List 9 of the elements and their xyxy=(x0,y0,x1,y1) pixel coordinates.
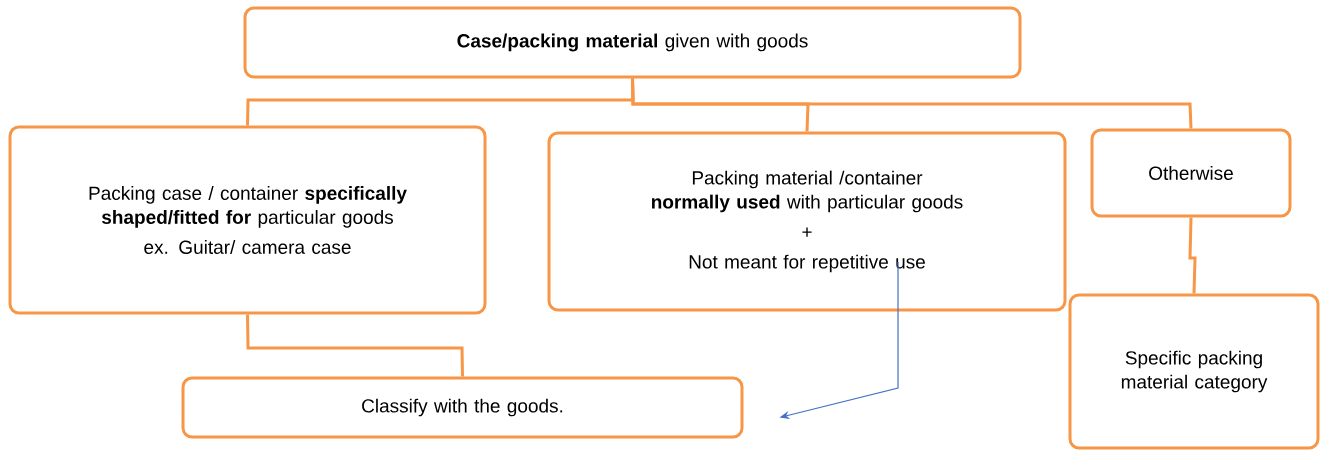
process-box: Specific packing material category xyxy=(1068,293,1320,450)
process-box: Packing material /container normally used with particular goods + Not meant for repetitive use xyxy=(547,131,1067,312)
process-box: Classify with the goods. xyxy=(181,376,744,439)
connector xyxy=(1188,217,1197,294)
process-box: Otherwise xyxy=(1090,128,1292,218)
connector xyxy=(246,314,464,377)
process-box: Packing case / container specifically shaped/fitted for particular goods ex. Guitar/ camera case xyxy=(8,125,487,315)
process-box: Case/packing material given with goods xyxy=(243,6,1022,79)
connector xyxy=(631,78,1193,129)
